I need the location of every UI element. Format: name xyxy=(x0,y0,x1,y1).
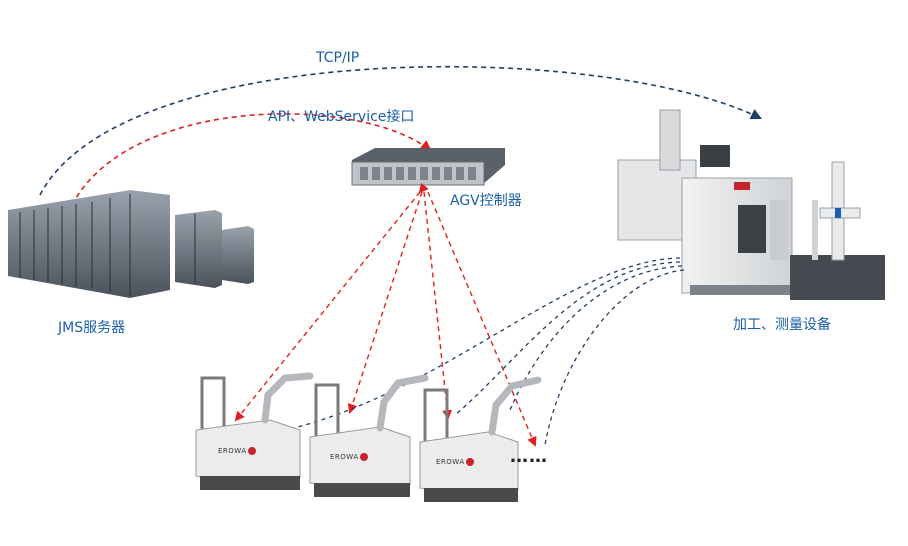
robot-brand-label-3: EROWA xyxy=(436,458,465,466)
machine-link-1 xyxy=(237,257,681,439)
machine-link-4 xyxy=(544,269,685,446)
agv-controller-icon xyxy=(351,148,505,186)
agv-controller-label: AGV控制器 xyxy=(450,193,522,209)
api-webservice-label: API、WebService接口 xyxy=(268,109,415,125)
controller-link-2 xyxy=(347,191,423,414)
api-connection xyxy=(71,113,432,206)
jms-server-icon xyxy=(8,190,254,298)
machining-equipment-icon xyxy=(617,109,885,300)
agv-robot-1 xyxy=(195,372,314,490)
controller-link-3 xyxy=(423,191,453,420)
jms-server-label: JMS服务器 xyxy=(58,320,126,336)
machining-measuring-label: 加工、测量设备 xyxy=(733,317,831,333)
robot-brand-label-1: EROWA xyxy=(218,447,247,455)
agv-robot-2 xyxy=(309,374,429,497)
robot-brand-label-2: EROWA xyxy=(330,453,359,461)
tcp-ip-label: TCP/IP xyxy=(316,50,360,66)
controller-link-1 xyxy=(234,182,429,422)
controller-link-4 xyxy=(427,191,537,447)
agv-robot-3 xyxy=(419,376,542,502)
more-robots-ellipsis: …… xyxy=(510,446,548,467)
tcp-ip-connection xyxy=(39,65,763,196)
